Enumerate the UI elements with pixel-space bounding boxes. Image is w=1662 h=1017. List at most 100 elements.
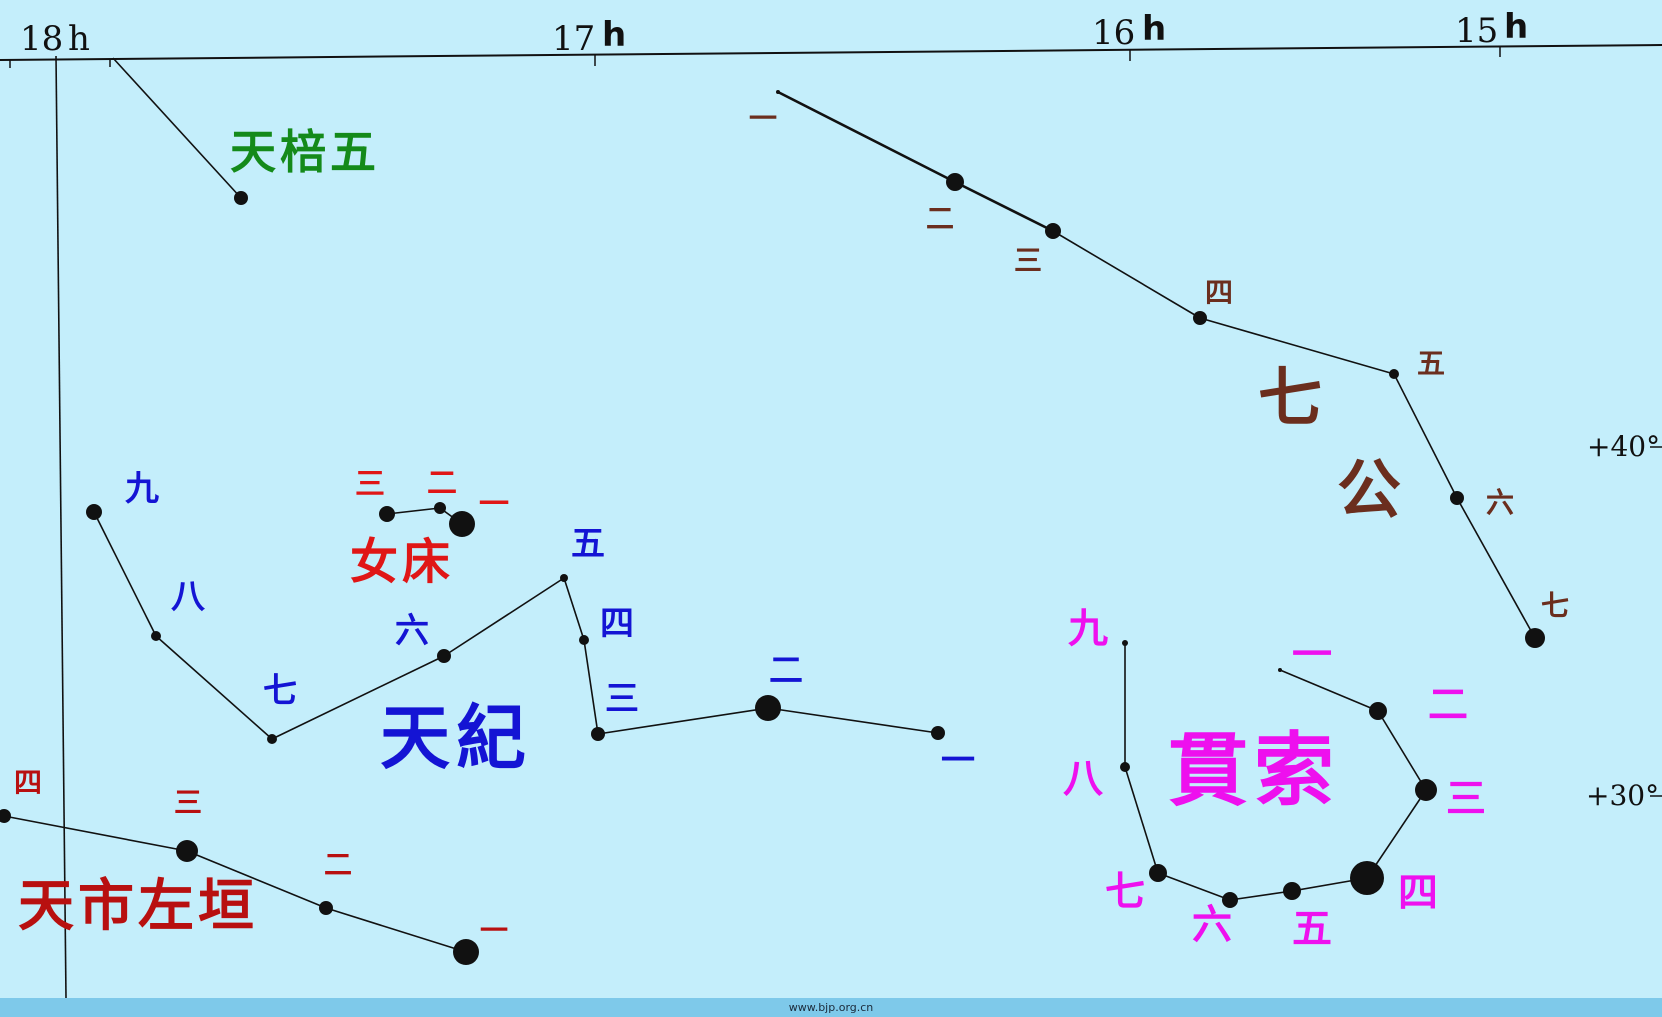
qigong-star-label-6: 六 [1486,486,1514,519]
tianji-star-9 [86,504,102,520]
qigong-star-4 [1193,311,1207,325]
svg-text:18: 18 [20,19,63,59]
guansuo-star-4 [1350,861,1384,895]
qigong-star-label-1: 一 [749,102,777,135]
qigong-star-5 [1389,369,1399,379]
tianbei-line [112,57,242,199]
guansuo-line [1377,710,1427,791]
tianji-star-5 [560,574,568,582]
tianshi-star-label-1: 一 [480,914,508,947]
tianji-line [767,707,939,734]
tianji-star-label-1: 一 [941,741,975,781]
tianshi-line [325,907,467,953]
qigong-star-label-2: 二 [926,202,954,235]
guansuo-line [1366,789,1427,879]
qigong-lines [777,90,1536,639]
nvchuang-star-3 [379,506,395,522]
tianji-star-8 [151,631,161,641]
dec-label-40: +40° [1587,430,1660,463]
guansuo-star-label-7: 七 [1105,869,1145,915]
guansuo-name-label: 貫索 [1168,724,1340,817]
svg-text:h: h [68,19,90,59]
tianji-star-label-9: 九 [125,469,159,509]
svg-text:16: 16 [1092,13,1135,53]
guansuo-star-3 [1415,779,1437,801]
tianji-star-2 [755,695,781,721]
qigong-line [1393,373,1458,499]
tianbei-star-1 [234,191,248,205]
tianji-star-7 [267,734,277,744]
tianji-star-4 [579,635,589,645]
guansuo-star-label-9: 九 [1068,606,1108,652]
qigong-star-3 [1045,223,1061,239]
tianshi-star-label-3: 三 [174,786,202,819]
guansuo-star-label-8: 八 [1063,756,1104,802]
qigong-line [777,90,956,184]
tianji-line [597,707,769,735]
qigong-star-1 [776,90,780,94]
tianshi-line [186,850,327,909]
guansuo-star-7 [1149,864,1167,882]
qigong-line [1456,497,1536,639]
nvchuang-line [386,507,441,515]
tianshi-line [3,815,188,852]
ra-label-18h: 18 h [20,19,90,59]
nvchuang-name-label: 女床 [350,534,454,590]
guansuo-line [1157,872,1231,901]
tianji-line [443,577,565,657]
tianji-line [155,635,273,740]
constellation-layer: 天棓五一二三四五六七七公一二三女床一二三四五六七八九天紀一二三四天市左垣一二三四… [0,57,1569,965]
tianshi-star-3 [176,840,198,862]
tianji-star-1 [931,726,945,740]
tianji-star-label-7: 七 [263,671,297,711]
tianji-line [271,655,445,740]
tianji-star-label-5: 五 [571,524,605,564]
tianji-star-3 [591,727,605,741]
qigong-line [954,180,1054,233]
qigong-line [1052,230,1201,319]
ra-label-15h: 15 h [1455,7,1528,51]
tianji-line [583,639,599,735]
ra-18h-meridian [55,55,67,998]
guansuo-star-label-2: 二 [1428,682,1468,728]
qigong-star-label-4: 四 [1205,276,1233,309]
tianshi-star-2 [319,901,333,915]
nvchuang-star-label-3: 三 [355,467,385,502]
qigong-name-label-2: 公 [1337,454,1401,528]
tianji-star-6 [437,649,451,663]
guansuo-star-label-1: 一 [1292,632,1332,678]
qigong-name-label-1: 七 [1258,362,1322,436]
tianji-star-label-8: 八 [171,577,206,617]
tianshi-star-4 [0,809,11,823]
tianshi-star-label-4: 四 [14,766,42,799]
guansuo-star-2 [1369,702,1387,720]
qigong-star-2 [946,173,964,191]
guansuo-star-1 [1278,668,1282,672]
ra-label-16h: 16 h [1092,9,1166,53]
tianbei-name-label: 天棓五 [230,125,380,179]
tianbei-lines [112,57,242,199]
tianshi-star-label-2: 二 [324,848,352,881]
guansuo-line [1124,766,1159,874]
guansuo-line [1279,669,1379,712]
coordinate-grid: 18 h 17 h 16 h 15 h +40° +30° [0,7,1662,998]
nvchuang-star-1 [449,511,475,537]
guansuo-star-6 [1222,892,1238,908]
tianji-name-label: 天紀 [380,697,532,779]
svg-text:h: h [1504,7,1528,47]
tianji-star-label-3: 三 [605,679,639,719]
guansuo-star-5 [1283,882,1301,900]
ra-axis-line [0,44,1662,61]
guansuo-star-label-4: 四 [1398,870,1438,916]
guansuo-star-8 [1120,762,1130,772]
qigong-star-6 [1450,491,1464,505]
qigong-star-7 [1525,628,1545,648]
qigong-star-label-3: 三 [1014,244,1042,277]
footer-bar [0,998,1662,1017]
svg-text:15: 15 [1455,11,1498,51]
svg-text:h: h [1142,9,1166,49]
